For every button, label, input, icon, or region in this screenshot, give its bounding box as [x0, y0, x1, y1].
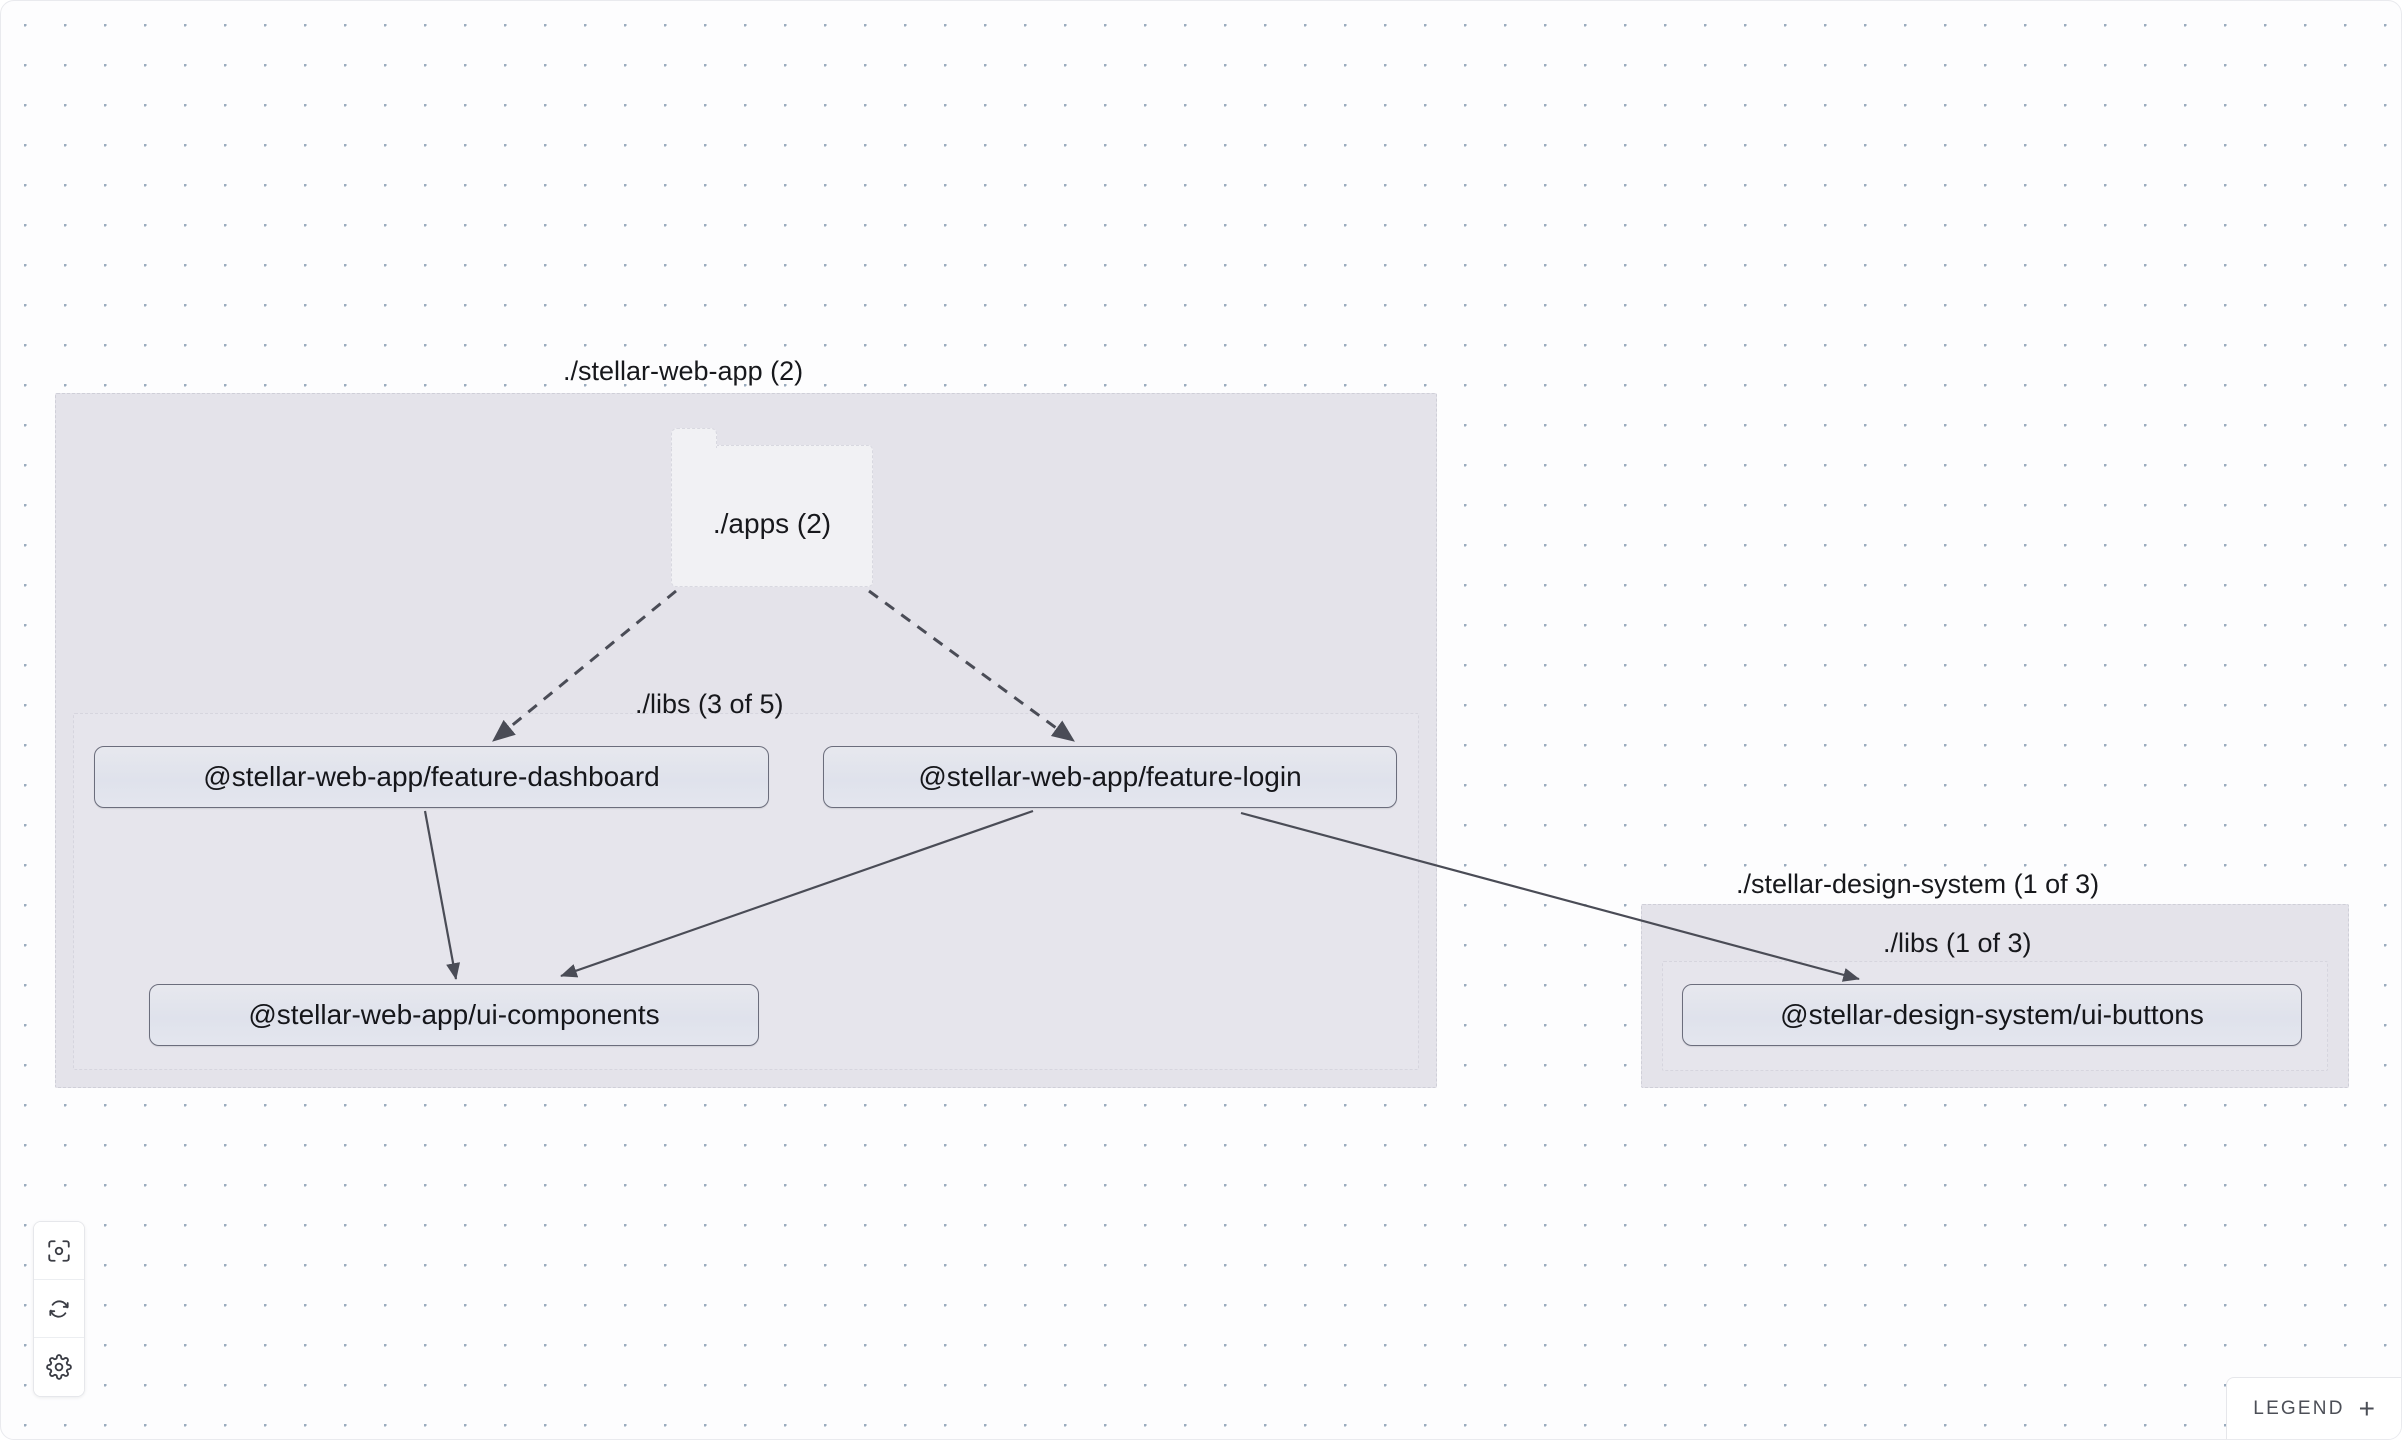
- legend-toggle[interactable]: LEGEND +: [2226, 1377, 2401, 1439]
- group-label-stellar-web-app: ./stellar-web-app (2): [563, 356, 804, 386]
- project-node-feature-dashboard[interactable]: @stellar-web-app/feature-dashboard: [94, 746, 769, 808]
- refresh-graph-button[interactable]: [34, 1280, 84, 1338]
- project-node-label: @stellar-web-app/ui-components: [248, 999, 660, 1030]
- group-label-stellar-design-system-libs: ./libs (1 of 3): [1883, 928, 2032, 958]
- legend-label: LEGEND: [2253, 1397, 2345, 1419]
- project-node-label: @stellar-design-system/ui-buttons: [1780, 999, 2204, 1030]
- canvas-toolbar: [33, 1221, 85, 1397]
- gear-icon: [46, 1354, 72, 1380]
- folder-node-apps[interactable]: ./apps (2): [671, 428, 873, 587]
- settings-button[interactable]: [34, 1338, 84, 1396]
- plus-icon: +: [2358, 1392, 2375, 1424]
- group-label-stellar-design-system: ./stellar-design-system (1 of 3): [1736, 869, 2100, 899]
- project-node-ui-components[interactable]: @stellar-web-app/ui-components: [149, 984, 759, 1046]
- folder-tab-icon: [671, 428, 717, 451]
- focus-graph-button[interactable]: [34, 1222, 84, 1280]
- folder-label: ./apps (2): [712, 508, 832, 539]
- project-node-label: @stellar-web-app/feature-login: [918, 761, 1302, 792]
- focus-icon: [46, 1238, 72, 1264]
- group-label-stellar-web-app-libs: ./libs (3 of 5): [635, 689, 784, 719]
- project-node-feature-login[interactable]: @stellar-web-app/feature-login: [823, 746, 1397, 808]
- project-node-ui-buttons[interactable]: @stellar-design-system/ui-buttons: [1682, 984, 2302, 1046]
- project-node-label: @stellar-web-app/feature-dashboard: [203, 761, 660, 792]
- refresh-icon: [46, 1296, 72, 1322]
